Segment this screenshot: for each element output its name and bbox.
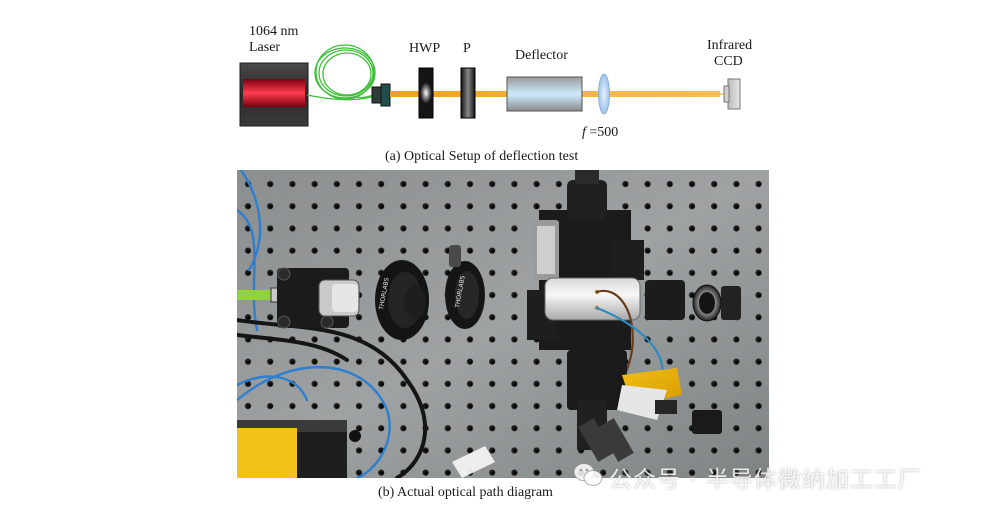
polarizer-mount: THORLABS <box>445 245 485 329</box>
fiber-connector <box>237 290 273 300</box>
optical-setup-schematic: 1064 nm Laser HWP P Deflector Infrared C… <box>237 21 769 148</box>
deflector-label: Deflector <box>515 48 568 63</box>
hwp-rotation-mount: THORLABS <box>375 260 429 340</box>
photo-drawing: THORLABS THORLABS <box>237 170 769 478</box>
watermark: 公众号 · 半导体微纳加工工厂 <box>573 455 973 495</box>
watermark-text: 公众号 · 半导体微纳加工工厂 <box>609 467 922 493</box>
polarizer <box>460 67 476 119</box>
focal-length-label: f =500 <box>582 125 618 140</box>
optical-path-photo: THORLABS THORLABS <box>237 170 769 478</box>
focused-beam <box>607 91 729 97</box>
caption-a: (a) Optical Setup of deflection test <box>385 149 579 164</box>
lens-and-ccd-mounts <box>645 280 741 434</box>
focal-symbol: f <box>582 125 586 140</box>
laser-unit <box>237 420 361 478</box>
deflector-crystal <box>544 277 641 321</box>
fiber-cables <box>237 170 391 478</box>
cable-tie <box>452 446 495 478</box>
half-wave-plate <box>418 67 434 119</box>
wechat-icon <box>573 463 603 486</box>
focal-value: =500 <box>585 125 619 140</box>
ccd-label-line2: CCD <box>714 54 743 69</box>
fiber-coil <box>306 44 380 101</box>
focusing-lens <box>598 73 610 115</box>
laser-label: Laser <box>249 40 281 55</box>
polarizer-label: P <box>463 41 471 56</box>
schematic-drawing <box>239 44 741 127</box>
laser-wavelength-label: 1064 nm <box>249 24 299 39</box>
infrared-ccd <box>723 78 741 110</box>
fiber-collimator <box>371 83 391 107</box>
tilt-mount <box>567 350 682 462</box>
caption-b: (b) Actual optical path diagram <box>378 485 553 500</box>
collimator-mount <box>277 267 360 329</box>
laser-source <box>239 62 309 127</box>
hwp-label: HWP <box>409 41 441 56</box>
deflector <box>506 76 583 112</box>
ccd-label-line1: Infrared <box>707 38 753 53</box>
